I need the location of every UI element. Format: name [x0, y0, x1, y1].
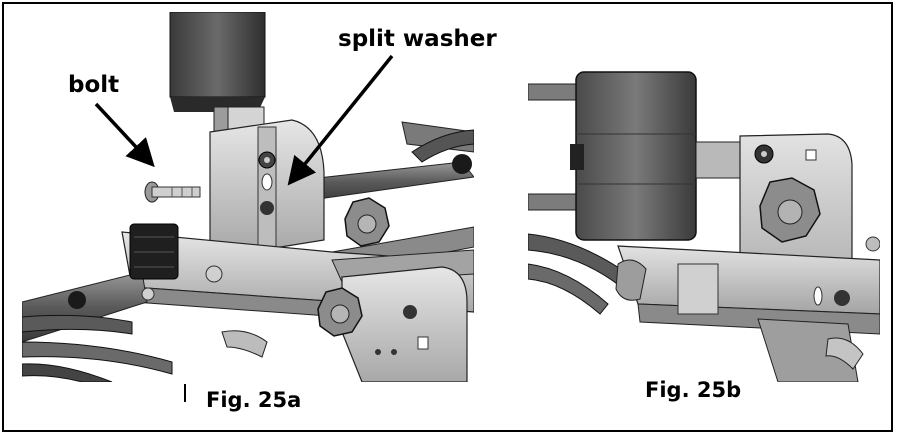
figure-25a-caption: Fig. 25a — [206, 388, 302, 412]
bolt-label: bolt — [68, 72, 120, 98]
figure-25a-illustration — [22, 12, 474, 382]
figure-25b-illustration — [528, 64, 880, 382]
figure-25b-caption: Fig. 25b — [645, 378, 742, 402]
caption-divider — [184, 384, 186, 402]
split-washer-label: split washer — [338, 26, 497, 52]
